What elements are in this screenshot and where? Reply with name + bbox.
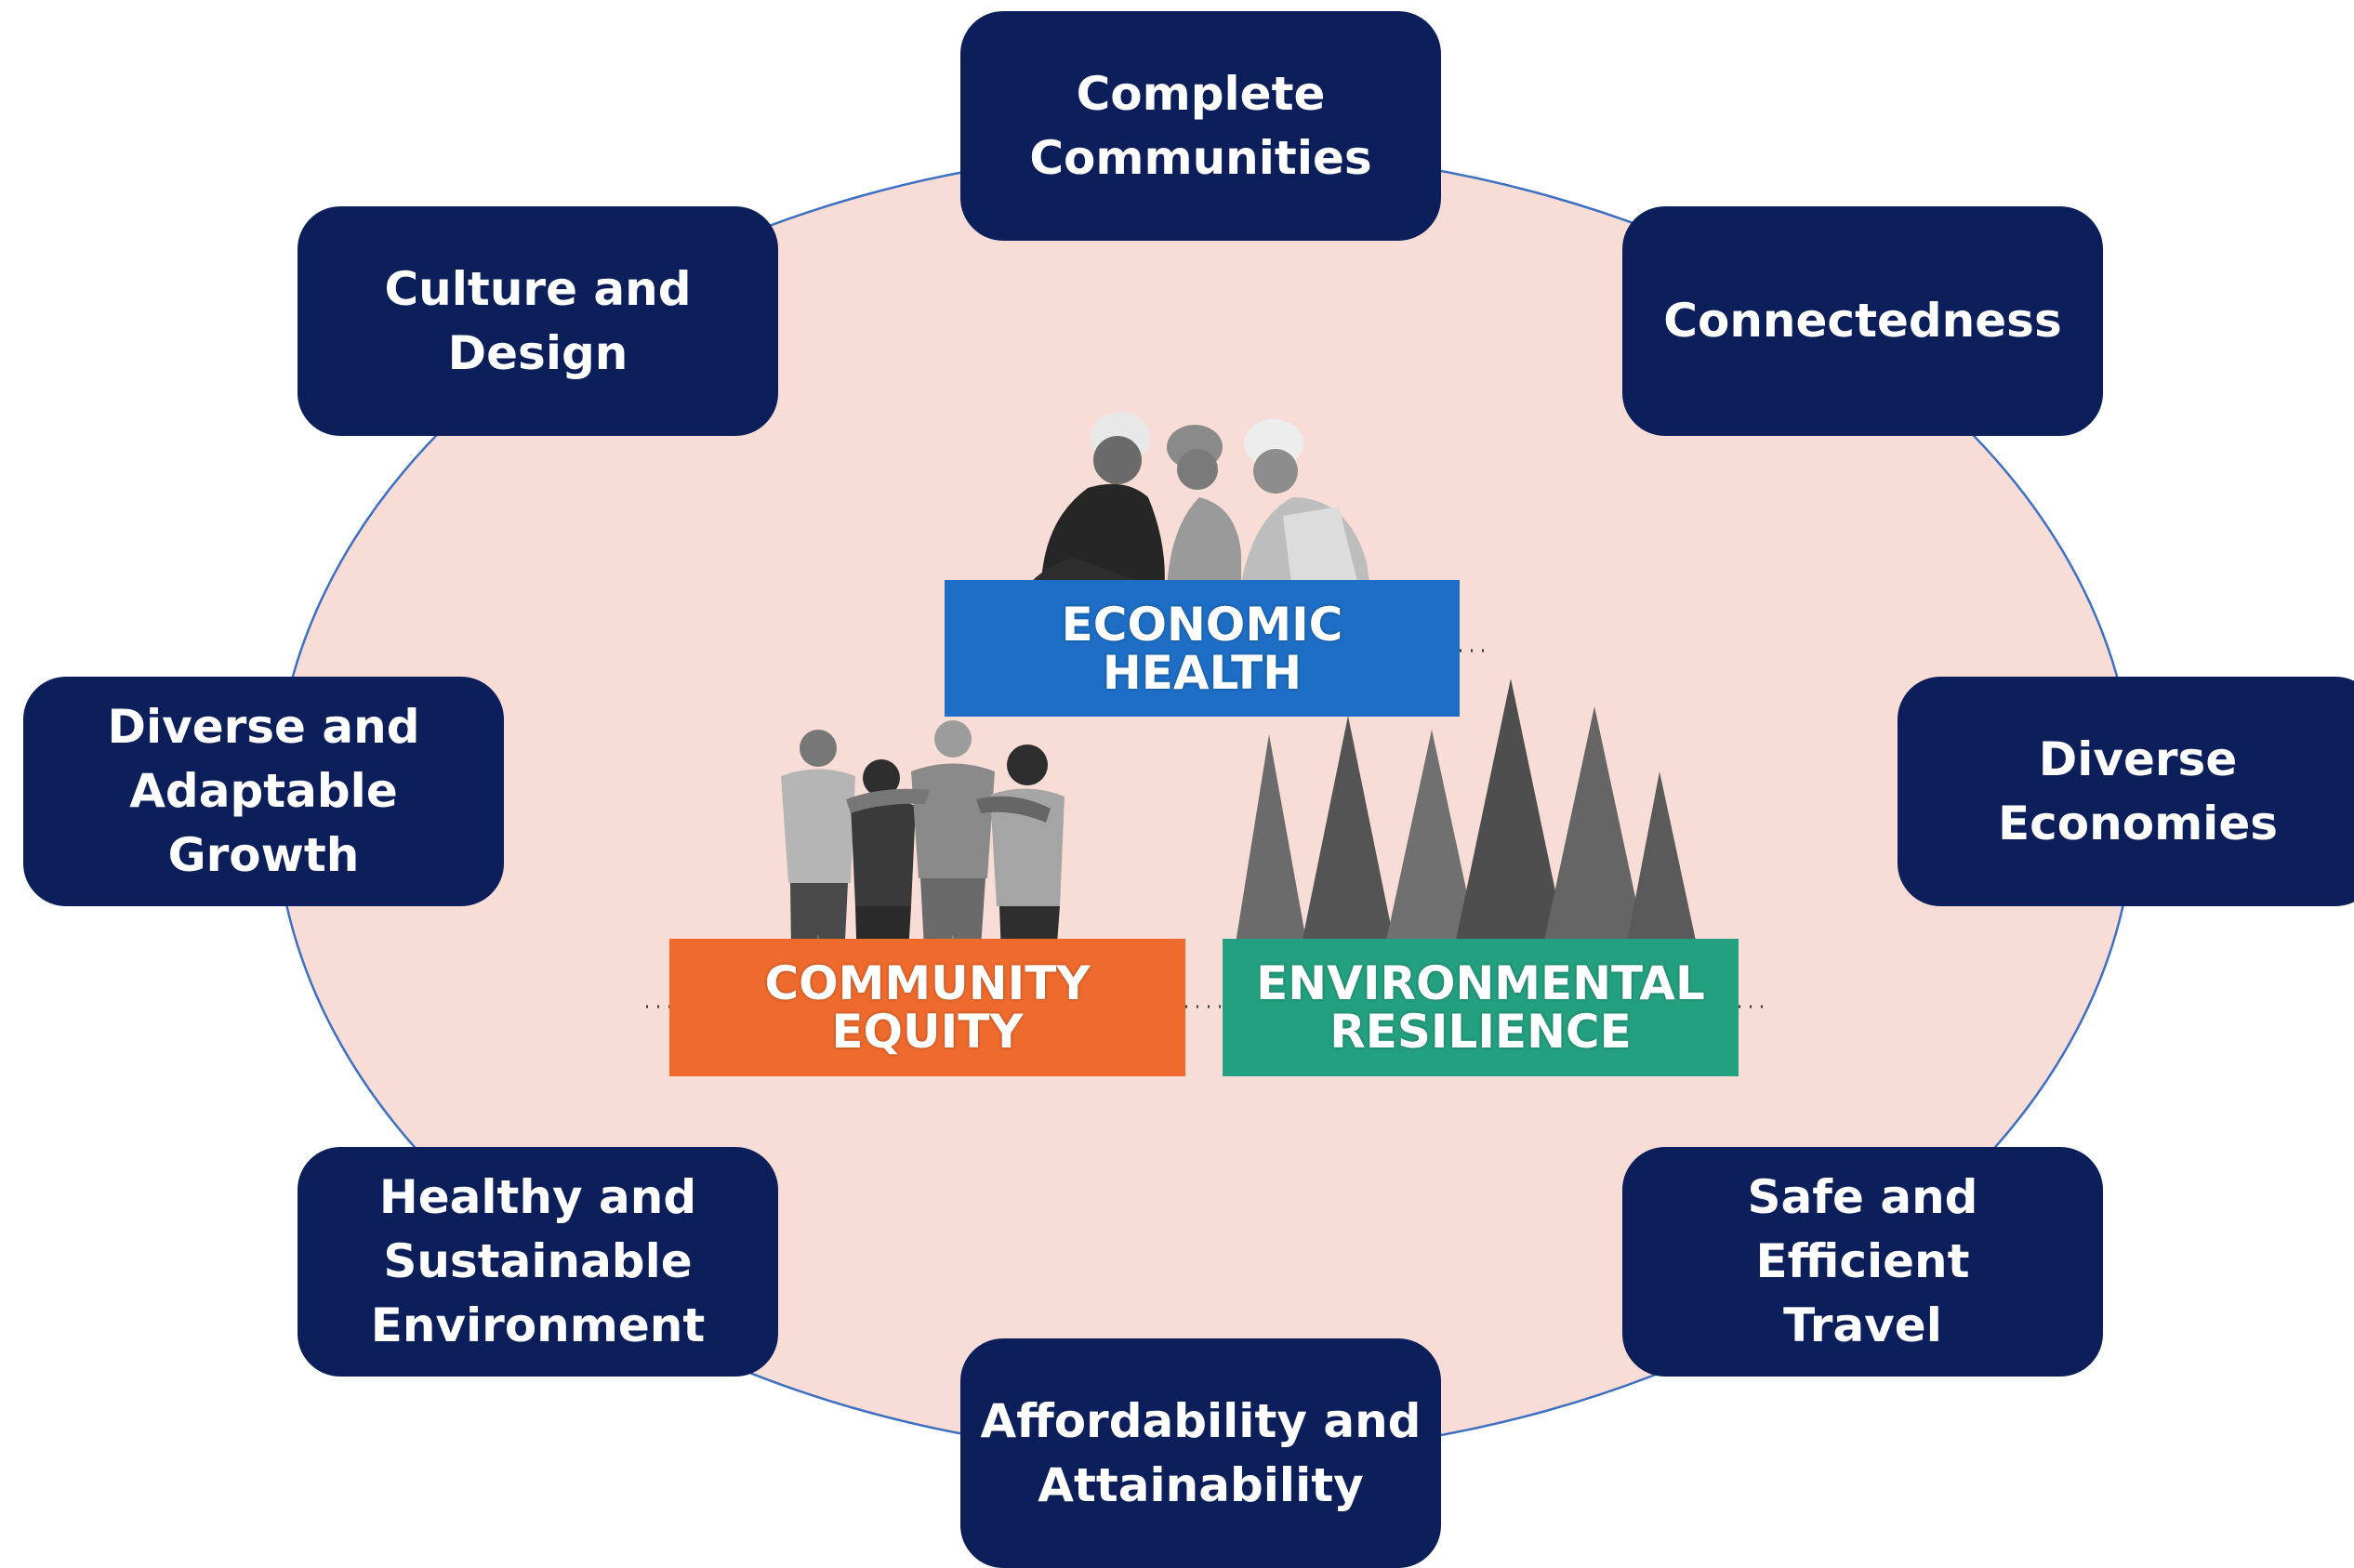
node-diverse-growth: Diverse and Adaptable Growth	[23, 677, 504, 906]
node-label: Diverse and Adaptable Growth	[107, 700, 420, 882]
node-complete-communities: Complete Communities	[960, 11, 1441, 241]
environmental-resilience-pillar: ENVIRONMENTAL RESILIENCE	[1223, 939, 1739, 1076]
node-healthy-environment: Healthy and Sustainable Environment	[298, 1147, 778, 1377]
economic-health-label: ECONOMIC HEALTH	[1061, 597, 1343, 700]
node-label: Connectedness	[1663, 294, 2062, 348]
community-equity-label: COMMUNITY EQUITY	[764, 956, 1091, 1059]
evergreen-trees-photo	[1232, 679, 1701, 1022]
node-label: Affordability and Attainability	[980, 1393, 1422, 1512]
economic-health-pillar: ECONOMIC HEALTH	[945, 580, 1460, 717]
node-connectedness: Connectedness	[1622, 206, 2103, 436]
node-label: Safe and Efficient Travel	[1747, 1170, 1978, 1352]
environmental-resilience-label: ENVIRONMENTAL RESILIENCE	[1256, 956, 1705, 1059]
node-affordability: Affordability and Attainability	[960, 1338, 1441, 1568]
node-culture-design: Culture and Design	[298, 206, 778, 436]
node-safe-efficient-travel: Safe and Efficient Travel	[1622, 1147, 2103, 1377]
node-label: Complete Communities	[1029, 66, 1372, 185]
node-diverse-economies: Diverse Economies	[1898, 677, 2354, 906]
node-label: Healthy and Sustainable Environment	[370, 1170, 706, 1352]
node-label: Diverse Economies	[1997, 731, 2278, 850]
node-label: Culture and Design	[384, 261, 692, 380]
community-equity-pillar: COMMUNITY EQUITY	[669, 939, 1185, 1076]
